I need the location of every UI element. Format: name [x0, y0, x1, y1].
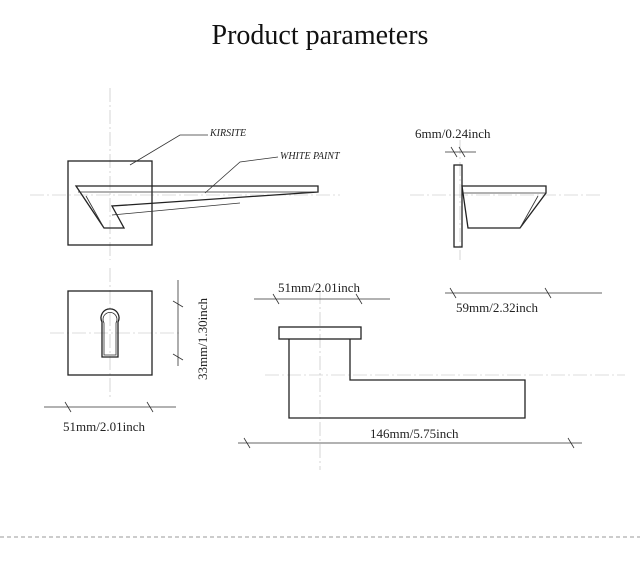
page-title: Product parameters	[211, 20, 429, 51]
label-rose-thickness: 6mm/0.24inch	[415, 126, 491, 141]
label-rose-width: 51mm/2.01inch	[278, 280, 360, 295]
label-lever-length: 146mm/5.75inch	[370, 426, 459, 441]
escutcheon-plate	[67, 290, 153, 376]
front-view-lever	[67, 160, 319, 246]
dimension-lever-length	[238, 437, 582, 449]
dimension-escutcheon-width	[44, 401, 176, 413]
dimension-rose-thickness	[445, 146, 476, 158]
callout-white-paint: WHITE PAINT	[280, 151, 341, 162]
callout-leaders	[129, 134, 279, 194]
callout-kirsite: KIRSITE	[209, 128, 246, 139]
dimension-projection	[445, 287, 602, 299]
dimension-rose-width	[254, 293, 390, 305]
label-projection: 59mm/2.32inch	[456, 300, 538, 315]
top-view-lever	[278, 326, 526, 419]
label-escutcheon-height: 33mm/1.30inch	[195, 298, 210, 380]
label-escutcheon-width: 51mm/2.01inch	[63, 419, 145, 434]
side-view-lever	[453, 164, 547, 248]
guide-lines	[30, 88, 625, 470]
dimension-escutcheon-height	[172, 280, 184, 366]
